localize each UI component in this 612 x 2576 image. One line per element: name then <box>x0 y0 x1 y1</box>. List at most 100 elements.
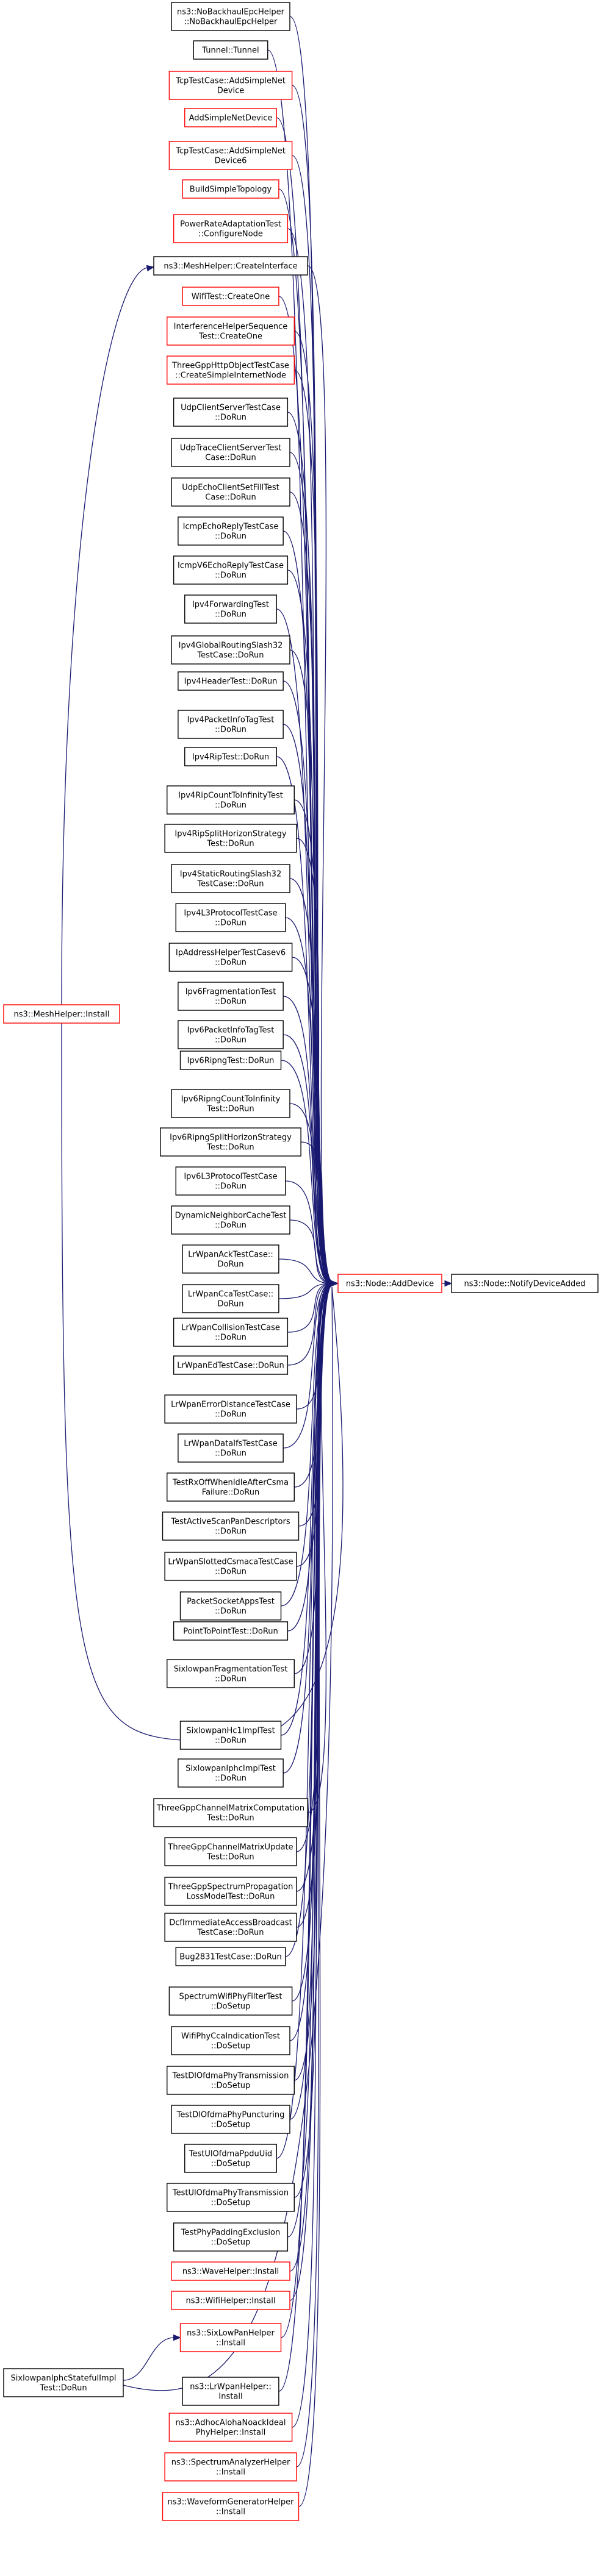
node-c52[interactable]: SpectrumWifiPhyFilterTest::DoSetup <box>168 1986 293 2016</box>
node-meshinstall[interactable]: ns3::MeshHelper::Install <box>3 1004 120 1024</box>
node-c5[interactable]: BuildSimpleTopology <box>182 179 279 199</box>
node-c62[interactable]: ns3::LrWpanHelper::Install <box>182 2377 279 2406</box>
node-c34[interactable]: LrWpanCcaTestCase::DoRun <box>182 1284 279 1313</box>
node-box <box>178 516 284 546</box>
node-c28[interactable]: Ipv6RipngTest::DoRun <box>179 1051 282 1070</box>
node-c38[interactable]: LrWpanDataIfsTestCase::DoRun <box>178 1433 284 1463</box>
node-c41[interactable]: LrWpanSlottedCsmacaTestCase::DoRun <box>164 1552 297 1581</box>
node-box <box>171 2261 290 2281</box>
node-adddevice[interactable]: ns3::Node::AddDevice <box>337 1274 442 1293</box>
node-label: PointToPointTest::DoRun <box>183 1627 278 1636</box>
node-c36[interactable]: LrWpanEdTestCase::DoRun <box>173 1355 289 1375</box>
node-c46[interactable]: SixlowpanIphcImplTest::DoRun <box>178 1758 284 1788</box>
node-label: ns3::Node::AddDevice <box>346 1280 434 1289</box>
arrow-into-sixlowpanhelper <box>173 2334 181 2341</box>
node-c6[interactable]: PowerRateAdaptationTest::ConfigureNode <box>173 214 289 243</box>
node-c16[interactable]: Ipv4ForwardingTest::DoRun <box>184 594 277 624</box>
node-c55[interactable]: TestDlOfdmaPhyPuncturing::DoSetup <box>171 2105 290 2134</box>
node-label: LrWpanDataIfsTestCase <box>184 1440 278 1449</box>
node-c2[interactable]: TcpTestCase::AddSimpleNetDevice <box>168 71 293 100</box>
node-c18[interactable]: Ipv4HeaderTest::DoRun <box>178 671 284 691</box>
edge-c22-to-adddevice <box>296 838 333 1283</box>
node-box <box>168 141 293 170</box>
node-c35[interactable]: LrWpanCollisionTestCase::DoRun <box>173 1318 289 1347</box>
node-c27[interactable]: Ipv6PacketInfoTagTest::DoRun <box>178 1020 284 1049</box>
node-c50[interactable]: DcfImmediateAccessBroadcastTestCase::DoR… <box>164 1913 297 1942</box>
node-box <box>173 1355 289 1375</box>
node-c10[interactable]: ThreeGppHttpObjectTestCase::CreateSimple… <box>167 355 295 385</box>
edge-c23-to-adddevice <box>289 878 333 1283</box>
node-label: ::DoRun <box>215 1182 247 1191</box>
node-c33[interactable]: LrWpanAckTestCase::DoRun <box>182 1244 279 1274</box>
node-notify[interactable]: ns3::Node::NotifyDeviceAdded <box>451 1274 599 1293</box>
node-c32[interactable]: DynamicNeighborCacheTest::DoRun <box>171 1205 290 1235</box>
node-c21[interactable]: Ipv4RipCountToInfinityTest::DoRun <box>167 785 295 815</box>
node-c40[interactable]: TestActiveScanPanDescriptors::DoRun <box>162 1511 300 1541</box>
node-label: SixlowpanIphcImplTest <box>185 1764 276 1774</box>
edge-c46-to-adddevice <box>283 1283 333 1774</box>
node-c54[interactable]: TestDlOfdmaPhyTransmission::DoSetup <box>167 2066 295 2095</box>
node-c45[interactable]: SixlowpanHc1ImplTest::DoRun <box>179 1721 282 1750</box>
node-label: ::DoRun <box>215 1410 247 1419</box>
node-c26[interactable]: Ipv6FragmentationTest::DoRun <box>178 982 284 1011</box>
node-c61[interactable]: ns3::SixLowPanHelper::Install <box>179 2323 282 2352</box>
node-box <box>168 2413 293 2442</box>
node-c65[interactable]: ns3::WaveformGeneratorHelper::Install <box>162 2492 300 2521</box>
node-c31[interactable]: Ipv6L3ProtocolTestCase::DoRun <box>175 1166 286 1196</box>
node-label: UdpEchoClientSetFillTest <box>182 483 279 493</box>
node-label: ns3::MeshHelper::CreateInterface <box>164 262 297 271</box>
edge-c13-to-adddevice <box>289 491 333 1283</box>
node-c57[interactable]: TestUlOfdmaPhyTransmission::DoSetup <box>167 2183 295 2212</box>
node-label: ::DoRun <box>215 1333 247 1343</box>
node-box <box>175 1166 286 1196</box>
node-c44[interactable]: SixlowpanFragmentationTest::DoRun <box>167 1659 295 1688</box>
node-box <box>178 710 284 739</box>
node-c56[interactable]: TestUlOfdmaPpduUid::DoSetup <box>184 2144 277 2173</box>
node-c51[interactable]: Bug2831TestCase::DoRun <box>175 1947 286 1966</box>
node-c53[interactable]: WifiPhyCcaIndicationTest::DoSetup <box>171 2026 290 2055</box>
node-c25[interactable]: IpAddressHelperTestCasev6::DoRun <box>168 943 293 972</box>
node-label: Install <box>218 2392 242 2402</box>
node-label: ns3::LrWpanHelper:: <box>190 2383 271 2392</box>
node-c43[interactable]: PointToPointTest::DoRun <box>173 1621 289 1641</box>
node-c3[interactable]: AddSimpleNetDevice <box>184 108 277 127</box>
node-c42[interactable]: PacketSocketAppsTest::DoRun <box>179 1591 282 1621</box>
node-c8[interactable]: WifiTest::CreateOne <box>182 287 279 306</box>
node-label: LrWpanSlottedCsmacaTestCase <box>168 1558 293 1567</box>
node-c58[interactable]: TestPhyPaddingExclusion::DoSetup <box>173 2222 289 2252</box>
node-c64[interactable]: ns3::SpectrumAnalyzerHelper::Install <box>164 2452 297 2481</box>
node-c63[interactable]: ns3::AdhocAlohaNoackIdealPhyHelper::Inst… <box>168 2413 293 2442</box>
node-c11[interactable]: UdpClientServerTestCase::DoRun <box>173 398 289 427</box>
node-label: Ipv4StaticRoutingSlash32 <box>180 870 281 879</box>
node-c0[interactable]: ns3::NoBackhaulEpcHelper::NoBackhaulEpcH… <box>171 2 290 31</box>
node-label: ThreeGppSpectrumPropagation <box>168 1883 293 1892</box>
node-c49[interactable]: ThreeGppSpectrumPropagationLossModelTest… <box>164 1877 297 1906</box>
node-c15[interactable]: IcmpV6EchoReplyTestCase::DoRun <box>173 555 289 585</box>
node-c7[interactable]: ns3::MeshHelper::CreateInterface <box>153 256 308 276</box>
node-box <box>164 824 297 853</box>
node-c47[interactable]: ThreeGppChannelMatrixComputationTest::Do… <box>153 1798 308 1827</box>
edge-c38-to-adddevice <box>283 1283 333 1449</box>
node-c59[interactable]: ns3::WaveHelper::Install <box>171 2261 290 2281</box>
node-c14[interactable]: IcmpEchoReplyTestCase::DoRun <box>178 516 284 546</box>
edge-c7-to-adddevice <box>307 265 333 1282</box>
node-c20[interactable]: Ipv4RipTest::DoRun <box>184 747 277 766</box>
node-c1[interactable]: Tunnel::Tunnel <box>193 40 268 60</box>
node-c9[interactable]: InterferenceHelperSequenceTest::CreateOn… <box>167 316 295 346</box>
node-c19[interactable]: Ipv4PacketInfoTagTest::DoRun <box>178 710 284 739</box>
node-c37[interactable]: LrWpanErrorDistanceTestCase::DoRun <box>164 1394 297 1424</box>
node-c24[interactable]: Ipv4L3ProtocolTestCase::DoRun <box>175 903 286 932</box>
node-c60[interactable]: ns3::WifiHelper::Install <box>171 2291 290 2310</box>
node-label: Test::DoRun <box>206 840 254 849</box>
